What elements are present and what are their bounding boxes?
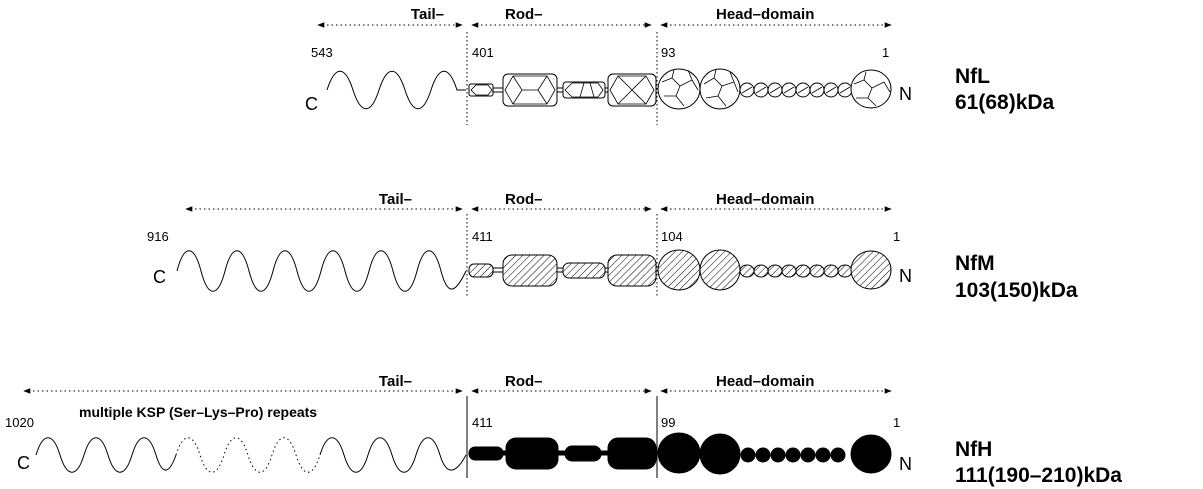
linker — [600, 450, 609, 456]
head-bead — [755, 447, 771, 463]
tail-wave — [326, 70, 466, 110]
head-globule — [850, 69, 892, 109]
head-label: Head–domain — [716, 373, 814, 390]
linker — [556, 87, 564, 93]
rod-segment-1a — [468, 263, 494, 278]
rod-label: Rod– — [505, 191, 543, 208]
position-tail-start: 1020 — [5, 415, 34, 430]
n-terminus-label: N — [899, 454, 912, 474]
head-bead — [815, 447, 831, 463]
head-globule — [657, 249, 701, 291]
head-globule — [850, 250, 892, 290]
rod-segment-2a — [562, 262, 606, 279]
linker — [556, 267, 564, 273]
head-globule — [699, 68, 741, 110]
head-bead — [823, 264, 839, 278]
position-tail-start: 543 — [311, 45, 333, 60]
protein-row-nfm: Tail– Rod– Head–domain 916 411 104 1 C — [147, 191, 1078, 302]
head-bead — [800, 447, 816, 463]
head-globule — [699, 249, 741, 291]
c-terminus-label: C — [17, 453, 30, 473]
head-globule — [657, 432, 701, 474]
position-head-start: 93 — [661, 45, 675, 60]
head-bead — [753, 264, 769, 278]
head-domain — [657, 68, 892, 110]
n-terminus-label: N — [899, 266, 912, 286]
rod-domain — [468, 437, 657, 470]
linker — [557, 450, 566, 456]
n-terminus-label: N — [899, 84, 912, 104]
position-head-start: 104 — [661, 229, 683, 244]
protein-mass: 103(150)kDa — [955, 279, 1078, 302]
tail-wave — [176, 250, 467, 292]
head-bead — [739, 264, 755, 278]
position-head-end: 1 — [882, 45, 889, 60]
rod-label: Rod– — [505, 6, 543, 23]
linker — [492, 267, 504, 273]
rod-domain — [468, 254, 657, 287]
position-tail-start: 916 — [147, 229, 169, 244]
position-rod-start: 401 — [472, 45, 494, 60]
head-globule — [850, 434, 892, 474]
position-head-end: 1 — [893, 229, 900, 244]
protein-name: NfH — [955, 438, 992, 461]
rod-segment-1a — [468, 83, 494, 97]
tail-wave — [35, 437, 177, 473]
tail-label: Tail– — [379, 191, 412, 208]
rod-texture — [470, 75, 655, 105]
rod-segment-1b — [502, 254, 558, 287]
head-bead — [767, 264, 783, 278]
linker — [492, 87, 504, 93]
tail-label: Tail– — [379, 373, 412, 390]
protein-name: NfM — [955, 252, 995, 275]
position-head-end: 1 — [893, 415, 900, 430]
c-terminus-label: C — [305, 94, 318, 114]
head-bead — [740, 447, 756, 463]
protein-mass: 61(68)kDa — [955, 91, 1055, 114]
ksp-repeats-note: multiple KSP (Ser–Lys–Pro) repeats — [79, 404, 317, 420]
position-rod-start: 411 — [472, 229, 493, 244]
position-rod-start: 411 — [472, 415, 493, 430]
rod-domain — [468, 73, 657, 107]
head-texture — [661, 69, 891, 107]
head-globule — [699, 433, 741, 475]
tail-wave — [319, 437, 467, 473]
head-label: Head–domain — [716, 6, 814, 23]
rod-segment-1a — [468, 446, 504, 461]
protein-row-nfl: Tail– Rod– Head–domain 543 401 93 1 C — [305, 6, 1055, 125]
head-bead — [770, 447, 786, 463]
rod-segment-2b — [607, 254, 657, 287]
head-bead — [781, 264, 797, 278]
head-bead — [809, 264, 825, 278]
position-head-start: 99 — [661, 415, 675, 430]
tail-label: Tail– — [411, 6, 444, 23]
rod-label: Rod– — [505, 373, 543, 390]
head-bead — [830, 447, 846, 463]
head-bead — [837, 264, 853, 278]
head-bead — [795, 264, 811, 278]
rod-segment-2a — [564, 445, 602, 462]
protein-mass: 111(190–210)kDa — [955, 464, 1122, 487]
tail-wave-ksp-repeats — [175, 437, 321, 473]
head-domain — [657, 432, 892, 475]
protein-name: NfL — [955, 65, 990, 88]
c-terminus-label: C — [153, 267, 166, 287]
head-domain — [657, 249, 892, 291]
head-label: Head–domain — [716, 191, 814, 208]
rod-segment-1b — [505, 437, 559, 470]
protein-row-nfh: Tail– Rod– Head–domain multiple KSP (Ser… — [5, 373, 1122, 487]
head-bead — [785, 447, 801, 463]
rod-segment-2b — [607, 437, 657, 470]
